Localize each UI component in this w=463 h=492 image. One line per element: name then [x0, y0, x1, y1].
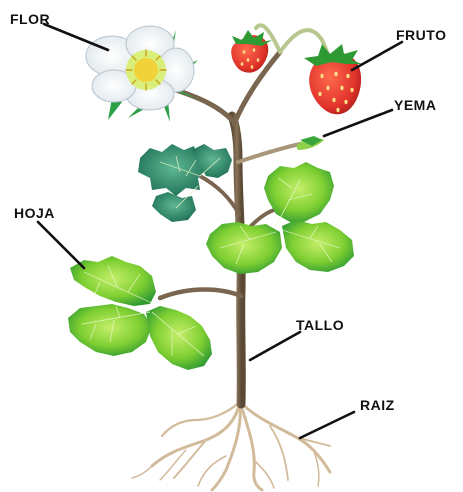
upper-teal-leaf: [138, 144, 232, 222]
label-yema: YEMA: [394, 97, 436, 113]
label-raiz: RAIZ: [360, 397, 395, 413]
middle-right-leaf: [206, 162, 354, 274]
label-flor: FLOR: [10, 11, 50, 27]
roots: [132, 402, 330, 490]
raiz-leader: [300, 412, 354, 438]
labels: FLOR FRUTO YEMA HOJA TALLO RAIZ: [10, 11, 446, 413]
label-fruto: FRUTO: [396, 27, 446, 43]
label-hoja: HOJA: [14, 205, 55, 221]
label-tallo: TALLO: [296, 317, 344, 333]
flor-leader: [44, 24, 108, 50]
tallo-leader: [250, 332, 300, 360]
hoja-leader: [38, 222, 84, 268]
lower-left-leaf: [68, 256, 212, 370]
flower: [86, 26, 200, 122]
bud: [296, 136, 324, 150]
fruto-leader: [352, 42, 402, 70]
big-strawberry: [304, 44, 362, 114]
